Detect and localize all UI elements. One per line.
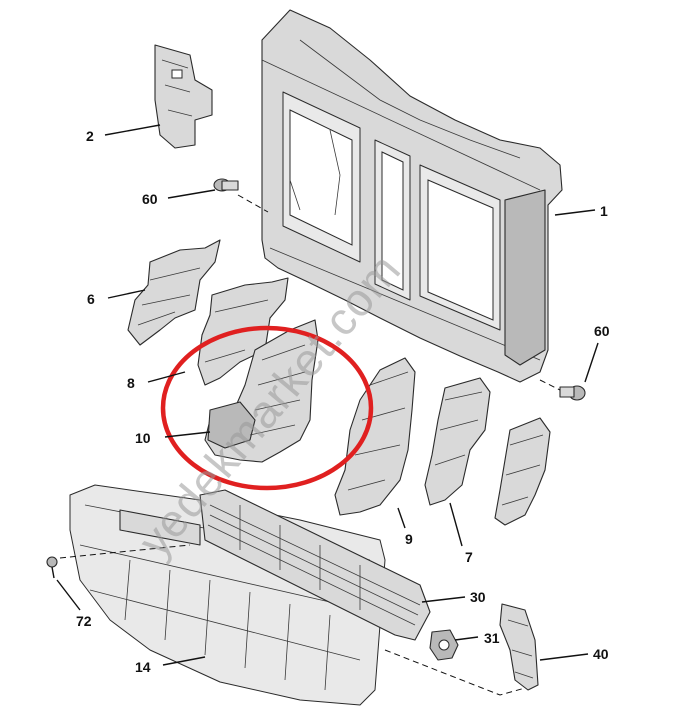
callout-40: 40 xyxy=(593,646,609,662)
callout-1: 1 xyxy=(600,203,608,219)
callout-8: 8 xyxy=(127,375,135,391)
callout-72: 72 xyxy=(76,613,92,629)
callout-30: 30 xyxy=(470,589,486,605)
leader-lines xyxy=(56,124,599,666)
part-40-side-bracket xyxy=(499,603,539,691)
part-60-screw-upper xyxy=(213,178,239,192)
part-1-front-panel xyxy=(261,9,563,383)
part-60-clip-right xyxy=(559,385,586,401)
callout-14: 14 xyxy=(135,659,151,675)
highlight-ring-part-10 xyxy=(160,325,374,491)
part-31-actuator-motor xyxy=(429,629,459,661)
part-72-screw xyxy=(46,556,58,579)
part-7-air-deflectors xyxy=(424,377,551,526)
callout-31: 31 xyxy=(484,630,500,646)
part-9-air-deflector xyxy=(334,357,416,516)
callout-2: 2 xyxy=(86,128,94,144)
part-6-air-deflector xyxy=(127,239,221,346)
callout-10: 10 xyxy=(135,430,151,446)
callout-60-right: 60 xyxy=(594,323,610,339)
assembly-lines xyxy=(59,194,561,696)
part-10-air-deflector xyxy=(204,319,319,463)
callout-60-upper: 60 xyxy=(142,191,158,207)
part-30-grille-shutter xyxy=(199,489,431,641)
callout-9: 9 xyxy=(405,531,413,547)
part-2-bracket xyxy=(154,44,213,149)
callout-6: 6 xyxy=(87,291,95,307)
callout-7: 7 xyxy=(465,549,473,565)
